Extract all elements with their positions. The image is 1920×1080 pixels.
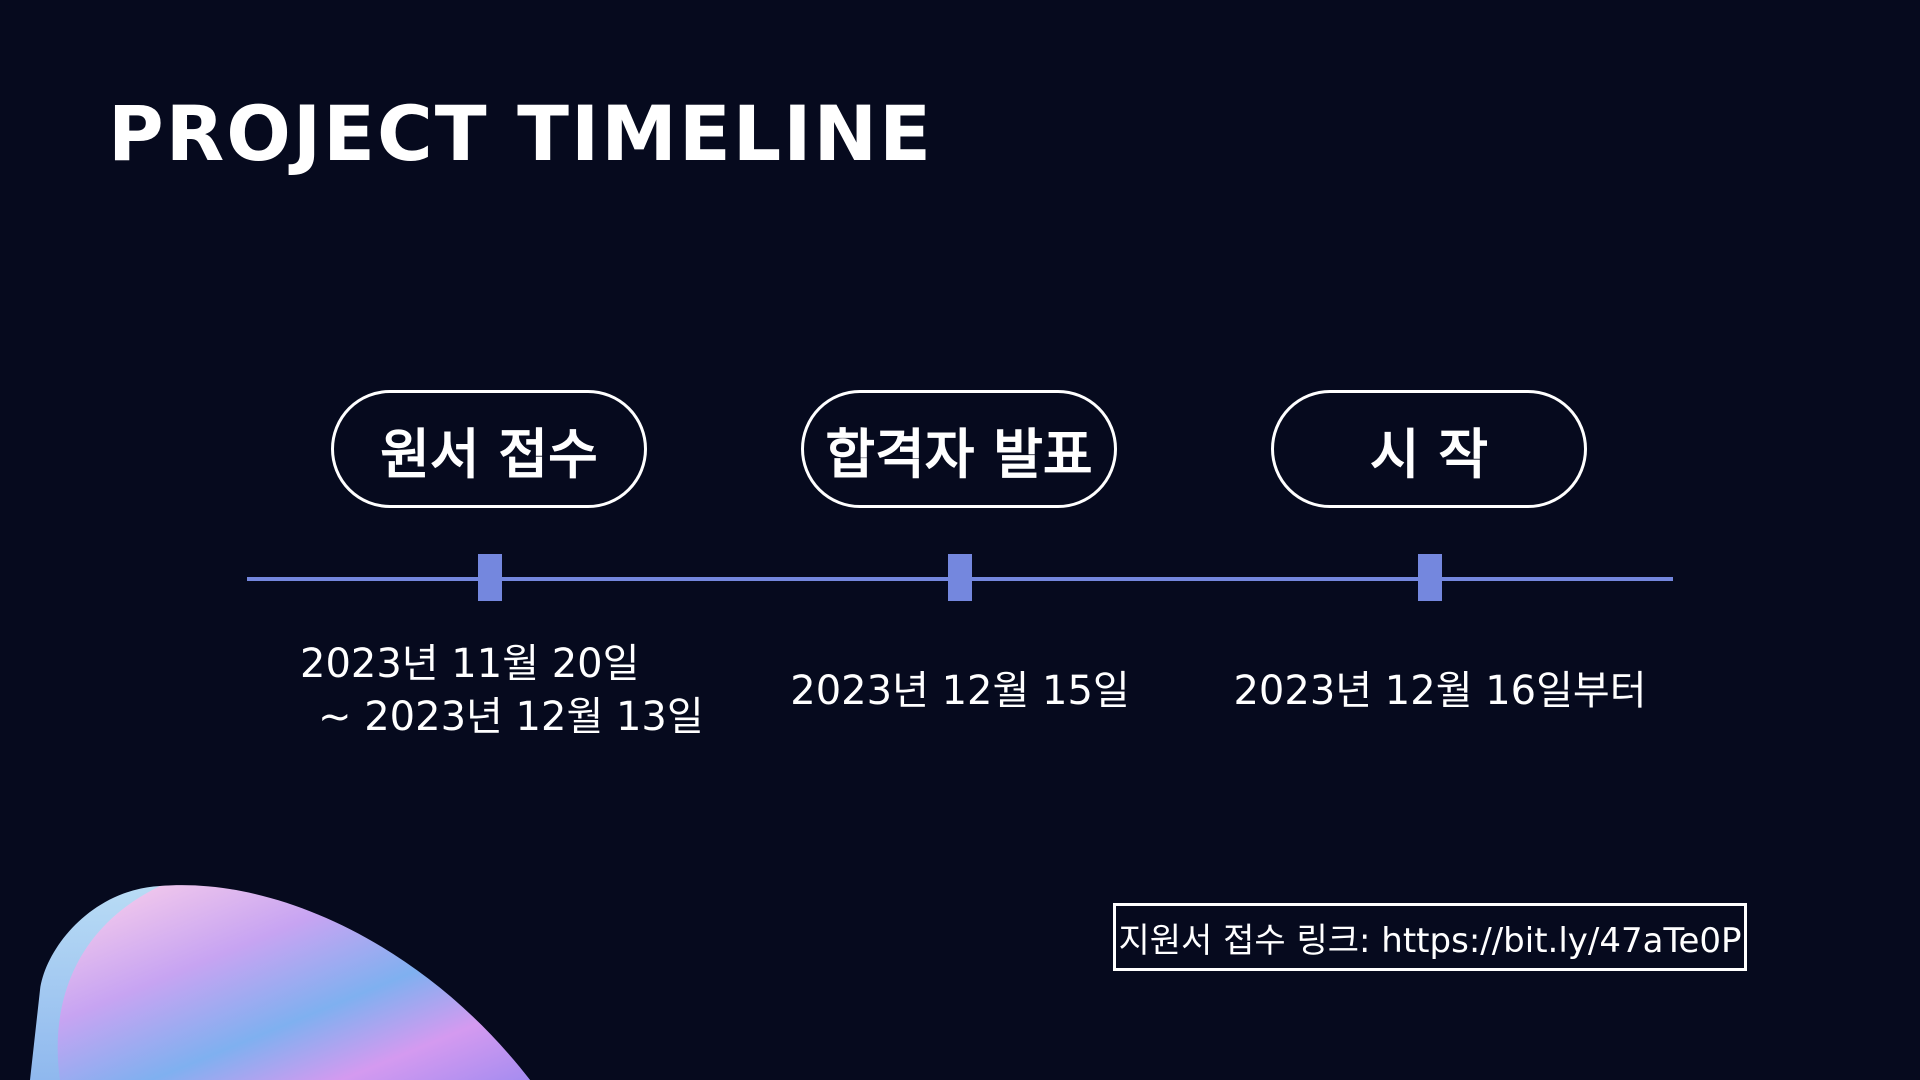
page-title: PROJECT TIMELINE xyxy=(108,89,933,178)
milestone-date-application-end: ~ 2023년 12월 13일 xyxy=(318,694,704,740)
timeline-marker-start xyxy=(1418,554,1442,601)
timeline-marker-announcement xyxy=(948,554,972,601)
timeline-marker-application xyxy=(478,554,502,601)
gradient-disc-decoration xyxy=(30,885,530,1080)
milestone-date-announcement: 2023년 12월 15일 xyxy=(790,668,1130,714)
milestone-date-application-start: 2023년 11월 20일 xyxy=(300,641,640,687)
milestone-date-start: 2023년 12월 16일부터 xyxy=(1233,668,1647,714)
milestone-label-announcement: 합격자 발표 xyxy=(801,390,1117,508)
application-link[interactable]: 지원서 접수 링크: https://bit.ly/47aTe0P xyxy=(1113,903,1747,971)
milestone-label-application: 원서 접수 xyxy=(331,390,647,508)
milestone-label-start: 시 작 xyxy=(1271,390,1587,508)
